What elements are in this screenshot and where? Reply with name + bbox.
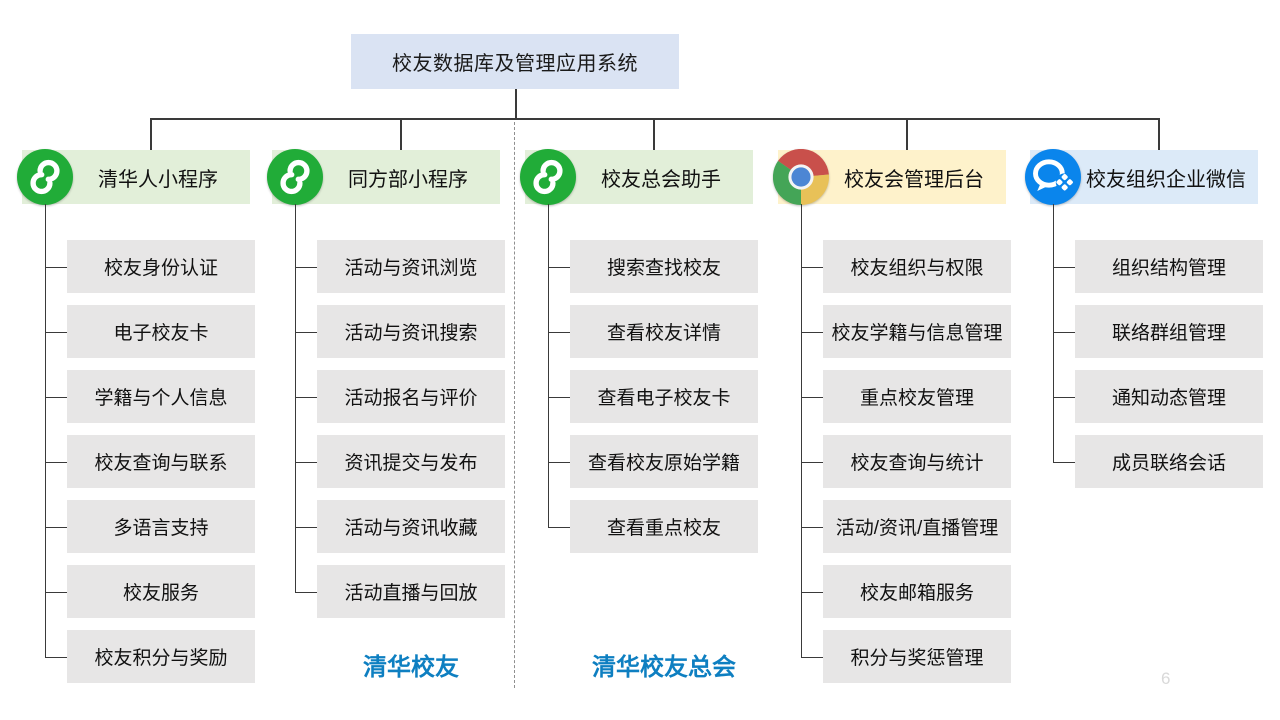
root-connector-vertical: [515, 89, 517, 118]
column-spine: [801, 204, 803, 657]
feature-box: 联络群组管理: [1075, 305, 1263, 358]
feature-box: 活动报名与评价: [317, 370, 505, 423]
item-connector: [295, 266, 317, 268]
item-connector: [45, 461, 67, 463]
item-connector: [45, 396, 67, 398]
item-connector: [45, 331, 67, 333]
wechat-miniprogram-icon: [520, 149, 576, 205]
item-connector: [548, 461, 570, 463]
feature-box: 资讯提交与发布: [317, 435, 505, 488]
connector-drop-vertical: [150, 118, 152, 150]
feature-box: 校友学籍与信息管理: [823, 305, 1011, 358]
page-number: 6: [1161, 669, 1171, 688]
item-connector: [801, 591, 823, 593]
feature-box: 校友邮箱服务: [823, 565, 1011, 618]
item-connector: [801, 396, 823, 398]
dashed-divider-line: [514, 122, 515, 688]
column-header-label: 校友组织企业微信: [1086, 168, 1246, 191]
column-header-2: 同方部小程序: [267, 149, 500, 205]
column-header-5: 校友组织企业微信: [1025, 149, 1258, 205]
item-connector: [1053, 396, 1075, 398]
feature-box: 校友身份认证: [67, 240, 255, 293]
root-system-box: 校友数据库及管理应用系统: [351, 34, 679, 89]
feature-box: 活动与资讯收藏: [317, 500, 505, 553]
column-header-4: 校友会管理后台: [773, 149, 1006, 205]
feature-box: 活动与资讯浏览: [317, 240, 505, 293]
connector-drop-vertical: [906, 118, 908, 150]
feature-box: 校友服务: [67, 565, 255, 618]
wechat-miniprogram-icon: [267, 149, 323, 205]
feature-box: 查看校友详情: [570, 305, 758, 358]
feature-box: 校友查询与统计: [823, 435, 1011, 488]
feature-box: 多语言支持: [67, 500, 255, 553]
feature-box: 活动/资讯/直播管理: [823, 500, 1011, 553]
feature-box: 积分与奖惩管理: [823, 630, 1011, 683]
item-connector: [295, 331, 317, 333]
feature-box: 查看电子校友卡: [570, 370, 758, 423]
item-connector: [1053, 331, 1075, 333]
item-connector: [548, 396, 570, 398]
feature-box: 校友查询与联系: [67, 435, 255, 488]
feature-box: 查看重点校友: [570, 500, 758, 553]
feature-box: 组织结构管理: [1075, 240, 1263, 293]
column-spine: [548, 204, 550, 527]
item-connector: [801, 331, 823, 333]
item-connector: [295, 396, 317, 398]
item-connector: [548, 331, 570, 333]
feature-box: 重点校友管理: [823, 370, 1011, 423]
chrome-icon: [773, 149, 829, 205]
item-connector: [295, 461, 317, 463]
item-connector: [1053, 461, 1075, 463]
item-connector: [801, 656, 823, 658]
item-connector: [45, 591, 67, 593]
column-header-label: 校友总会助手: [601, 168, 721, 191]
feature-box: 学籍与个人信息: [67, 370, 255, 423]
feature-box: 活动直播与回放: [317, 565, 505, 618]
item-connector: [1053, 266, 1075, 268]
item-connector: [45, 266, 67, 268]
feature-box: 通知动态管理: [1075, 370, 1263, 423]
connector-drop-vertical: [1158, 118, 1160, 150]
column-header-label: 校友会管理后台: [844, 168, 984, 191]
feature-box: 校友组织与权限: [823, 240, 1011, 293]
item-connector: [295, 591, 317, 593]
column-header-label: 同方部小程序: [348, 168, 468, 191]
item-connector: [45, 526, 67, 528]
feature-box: 电子校友卡: [67, 305, 255, 358]
root-system-title: 校友数据库及管理应用系统: [392, 53, 638, 75]
column-spine: [45, 204, 47, 657]
item-connector: [801, 461, 823, 463]
connector-drop-vertical: [400, 118, 402, 150]
column-header-3: 校友总会助手: [520, 149, 753, 205]
feature-box: 成员联络会话: [1075, 435, 1263, 488]
item-connector: [548, 266, 570, 268]
column-header-1: 清华人小程序: [17, 149, 250, 205]
item-connector: [295, 526, 317, 528]
item-connector: [548, 526, 570, 528]
connector-drop-vertical: [653, 118, 655, 150]
feature-box: 校友积分与奖励: [67, 630, 255, 683]
feature-box: 查看校友原始学籍: [570, 435, 758, 488]
column-header-label: 清华人小程序: [98, 168, 218, 191]
wecom-icon: [1025, 149, 1081, 205]
footer-label-2: 清华校友总会: [592, 654, 736, 681]
wechat-miniprogram-icon: [17, 149, 73, 205]
item-connector: [45, 656, 67, 658]
feature-box: 活动与资讯搜索: [317, 305, 505, 358]
feature-box: 搜索查找校友: [570, 240, 758, 293]
item-connector: [801, 526, 823, 528]
footer-label-1: 清华校友: [363, 654, 459, 681]
item-connector: [801, 266, 823, 268]
